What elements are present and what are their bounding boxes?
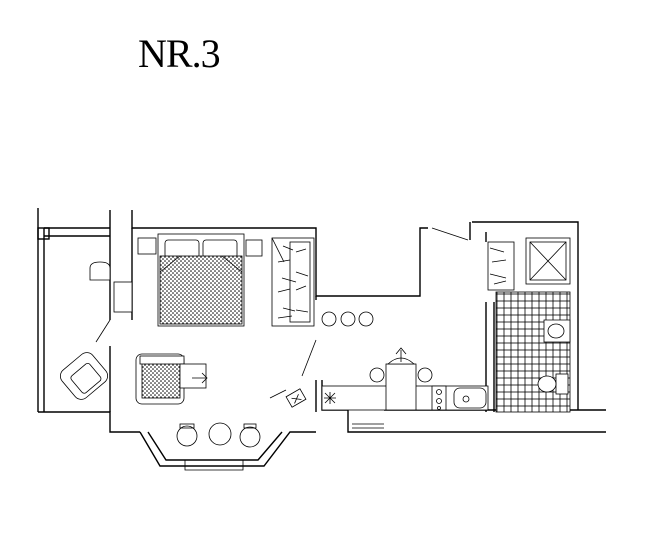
walls: [37, 208, 606, 471]
wardrobe: [271, 237, 315, 327]
double-bed-icon: [157, 233, 245, 327]
dining-chairs: [176, 422, 261, 448]
toilet-icon: [537, 373, 569, 395]
left-room-furniture: [59, 261, 133, 400]
stove-icon: [431, 385, 447, 411]
nightstand-right: [245, 239, 263, 257]
doors: [95, 227, 469, 377]
armchair-icon: [59, 352, 109, 400]
shower-icon: [525, 237, 571, 285]
nightstand-left: [137, 237, 157, 255]
bedroom-furniture: [137, 233, 315, 327]
kitchen-furniture: [321, 311, 489, 411]
bath-cabinet: [487, 241, 515, 291]
sink-icon: [453, 387, 487, 409]
chair-icon: [89, 261, 111, 281]
tv-icon: [285, 388, 307, 408]
bathroom-sink-icon: [543, 319, 571, 343]
dining-table: [369, 347, 433, 411]
living-furniture: [135, 353, 307, 448]
bathroom: [487, 237, 571, 413]
floor-plan-title: NR.3: [138, 31, 221, 76]
sofa-icon: [135, 353, 208, 405]
